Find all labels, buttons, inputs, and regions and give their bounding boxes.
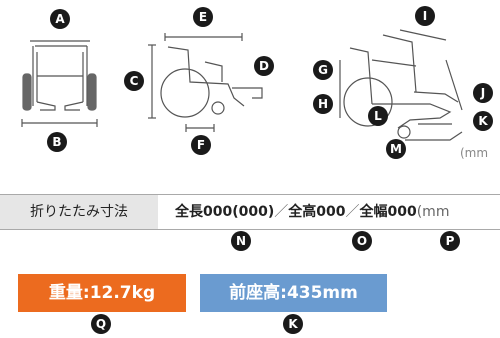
svg-text:K: K [478, 114, 488, 128]
wheelchair-dimension-diagram: A B C D E F G H I J K L M [21, 6, 493, 159]
svg-text:L: L [374, 109, 382, 123]
badge-D: D [254, 56, 274, 76]
badge-H: H [313, 94, 333, 114]
folded-width: 全幅000 [359, 204, 417, 220]
badge-K: K [473, 111, 493, 131]
svg-text:N: N [236, 234, 246, 248]
badge-A: A [50, 9, 70, 29]
badge-I: I [415, 6, 435, 26]
unit-label: (mm [460, 146, 489, 160]
badge-K-seat: K [283, 314, 303, 334]
badge-N: N [231, 231, 251, 251]
svg-text:H: H [318, 97, 328, 111]
folding-dimensions-values: 全長000(000)／全高000／全幅000(mm [175, 195, 449, 229]
side-view-wheelchair [148, 33, 263, 132]
seat-height-badge: 前座高:435mm [200, 274, 387, 312]
badge-G: G [313, 60, 333, 80]
unit-suffix: (mm [416, 204, 450, 220]
separator: ／ [274, 204, 289, 220]
folding-dimensions-title: 折りたたみ寸法 [0, 195, 158, 229]
lower-badges: N O P Q K [91, 231, 460, 334]
svg-text:G: G [318, 63, 328, 77]
badge-F: F [191, 135, 211, 155]
weight-badge: 重量:12.7kg [18, 274, 186, 312]
badge-L: L [368, 106, 388, 126]
badge-O: O [352, 231, 372, 251]
svg-text:A: A [55, 12, 65, 26]
folded-height: 全高000 [288, 204, 346, 220]
svg-text:P: P [446, 234, 455, 248]
svg-text:E: E [199, 10, 207, 24]
badge-M: M [386, 139, 406, 159]
separator: ／ [345, 204, 360, 220]
svg-text:B: B [52, 135, 61, 149]
folding-dimensions-row: 折りたたみ寸法 全長000(000)／全高000／全幅000(mm [0, 194, 500, 230]
badge-C: C [124, 71, 144, 91]
badge-J: J [473, 83, 493, 103]
svg-text:Q: Q [96, 317, 106, 331]
badge-B: B [47, 132, 67, 152]
svg-text:D: D [259, 59, 269, 73]
badge-E: E [193, 7, 213, 27]
svg-text:O: O [357, 234, 367, 248]
front-view-wheelchair [21, 40, 98, 127]
badge-P: P [440, 231, 460, 251]
svg-text:F: F [197, 138, 205, 152]
isometric-view-wheelchair [339, 29, 463, 141]
svg-text:M: M [390, 142, 402, 156]
svg-text:J: J [480, 86, 485, 100]
svg-text:C: C [130, 74, 139, 88]
svg-text:K: K [288, 317, 298, 331]
svg-text:I: I [423, 9, 427, 23]
folded-length: 全長000(000) [175, 204, 275, 220]
badge-Q: Q [91, 314, 111, 334]
